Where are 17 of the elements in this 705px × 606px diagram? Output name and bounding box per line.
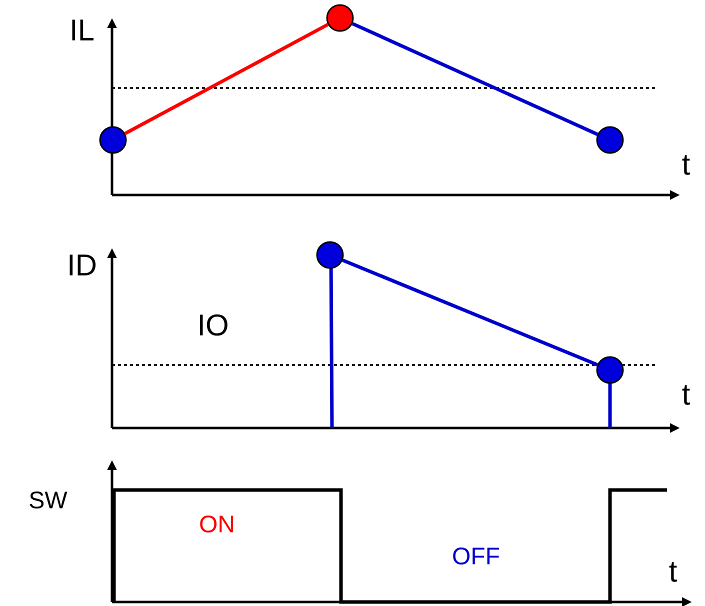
- data-point: [316, 241, 344, 269]
- axis-label: ON: [200, 516, 234, 532]
- axis-label: ID: [70, 254, 96, 276]
- axis-label: t: [669, 562, 677, 582]
- axis-label: t: [682, 385, 690, 405]
- data-point: [596, 126, 624, 154]
- waveform-line: [352, 22, 598, 136]
- axis-label: SW: [30, 492, 68, 508]
- axis-label: IO: [200, 314, 228, 336]
- axis-label: IL: [72, 20, 94, 40]
- axis-label: OFF: [453, 548, 500, 564]
- data-point: [596, 356, 624, 384]
- waveform-line: [124, 22, 329, 136]
- axis-label: t: [682, 155, 690, 175]
- data-point: [99, 126, 127, 154]
- waveform-line: [342, 258, 598, 366]
- data-point: [326, 4, 354, 32]
